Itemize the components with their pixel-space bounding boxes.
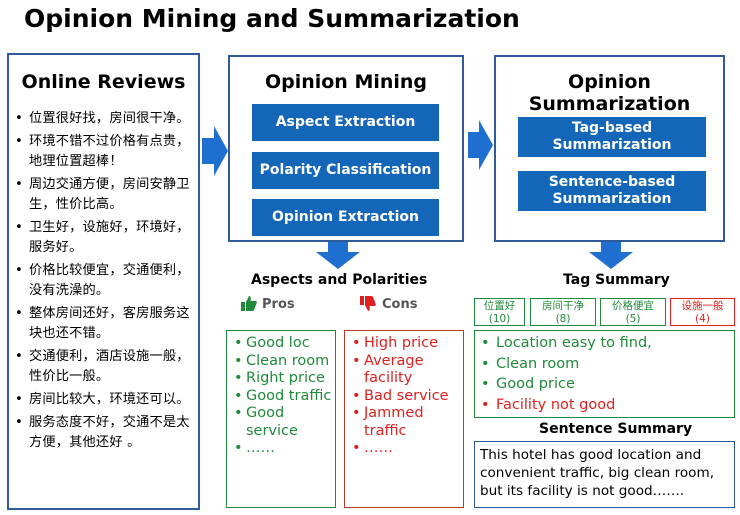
cons-box: High price Average facility Bad service … (344, 330, 464, 508)
sentence-based-summarization-step: Sentence-based Summarization (518, 171, 706, 211)
tag-chip: 房间干净 (8) (530, 298, 596, 326)
pros-item: …… (230, 440, 334, 458)
review-list: 位置很好找，房间很干净。 环境不错不过价格有点贵，地理位置超棒！ 周边交通方便，… (15, 109, 203, 456)
online-reviews-heading: Online Reviews (21, 71, 186, 93)
tag-label: 设施一般 (681, 300, 724, 312)
tag-label: 价格便宜 (612, 300, 654, 312)
tag-count: (8) (555, 313, 571, 325)
pros-list: Good loc Clean room Right price Good tra… (230, 335, 334, 458)
tag-summary-item: Facility not good (478, 395, 730, 416)
tag-summary-item: Good price (478, 374, 730, 395)
thumbs-down-icon (360, 296, 376, 311)
tag-summary-box: Location easy to find, Clean room Good p… (474, 330, 735, 418)
cons-list: High price Average facility Bad service … (348, 335, 462, 458)
cons-item: High price (348, 335, 462, 353)
review-item: 交通便利，酒店设施一般，性价比一般。 (15, 347, 203, 387)
pros-box: Good loc Clean room Right price Good tra… (226, 330, 336, 508)
opinion-mining-heading: Opinion Mining (264, 71, 428, 93)
cons-item: …… (348, 440, 462, 458)
tag-summary-item: Clean room (478, 354, 730, 375)
online-reviews-panel: Online Reviews 位置很好找，房间很干净。 环境不错不过价格有点贵，… (7, 53, 200, 510)
tag-label: 位置好 (483, 300, 516, 312)
review-item: 卫生好，设施好，环境好，服务好。 (15, 218, 203, 258)
thumbs-up-icon (241, 296, 257, 311)
cons-label: Cons (382, 297, 418, 312)
tag-summary-item: Location easy to find, (478, 333, 730, 354)
polarity-classification-step: Polarity Classification (252, 152, 439, 189)
review-item: 环境不错不过价格有点贵，地理位置超棒！ (15, 132, 203, 172)
pros-item: Good traffic (230, 388, 334, 406)
tag-label: 房间干净 (542, 300, 584, 312)
tag-summary-list: Location easy to find, Clean room Good p… (478, 333, 730, 415)
review-item: 价格比较便宜，交通便利，没有洗澡的。 (15, 261, 203, 301)
down-arrow-icon (589, 242, 633, 269)
opinion-summarization-heading: Opinion Summarization (528, 71, 691, 115)
down-arrow-icon (316, 242, 360, 269)
sentence-summary-heading: Sentence Summary (539, 421, 693, 437)
opinion-extraction-step: Opinion Extraction (252, 199, 439, 236)
review-item: 位置很好找，房间很干净。 (15, 109, 203, 129)
pros-item: Good service (230, 405, 334, 440)
right-arrow-icon (202, 126, 228, 176)
tag-count: (5) (625, 313, 641, 325)
sentence-summary-box: This hotel has good location and conveni… (474, 441, 735, 508)
tag-count: (4) (695, 313, 710, 325)
cons-item: Jammed traffic (348, 405, 462, 440)
sentence-summary-text: This hotel has good location and conveni… (480, 447, 715, 499)
review-item: 整体房间还好，客房服务这块也还不错。 (15, 304, 203, 344)
review-item: 周边交通方便，房间安静卫生，性价比高。 (15, 175, 203, 215)
pros-label: Pros (262, 297, 295, 312)
tag-chip: 价格便宜 (5) (600, 298, 666, 326)
diagram-title: Opinion Mining and Summarization (24, 4, 520, 33)
cons-item: Bad service (348, 388, 462, 406)
tag-chip: 设施一般 (4) (670, 298, 735, 326)
review-item: 房间比较大，环境还可以。 (15, 390, 203, 410)
pros-item: Right price (230, 370, 334, 388)
pros-item: Good loc (230, 335, 334, 353)
aspect-extraction-step: Aspect Extraction (252, 104, 439, 141)
tag-chip: 位置好 (10) (474, 298, 525, 326)
opinion-mining-panel: Opinion Mining Aspect Extraction Polarit… (228, 55, 464, 242)
tag-count: (10) (488, 313, 511, 325)
right-arrow-icon (468, 120, 493, 170)
aspects-heading: Aspects and Polarities (251, 272, 428, 288)
review-item: 服务态度不好，交通不是太方便，其他还好 。 (15, 413, 203, 453)
tag-based-summarization-step: Tag-based Summarization (518, 117, 706, 157)
tag-summary-heading: Tag Summary (563, 272, 670, 288)
pros-item: Clean room (230, 353, 334, 371)
cons-item: Average facility (348, 353, 462, 388)
opinion-summarization-panel: Opinion Summarization Tag-based Summariz… (494, 55, 725, 242)
